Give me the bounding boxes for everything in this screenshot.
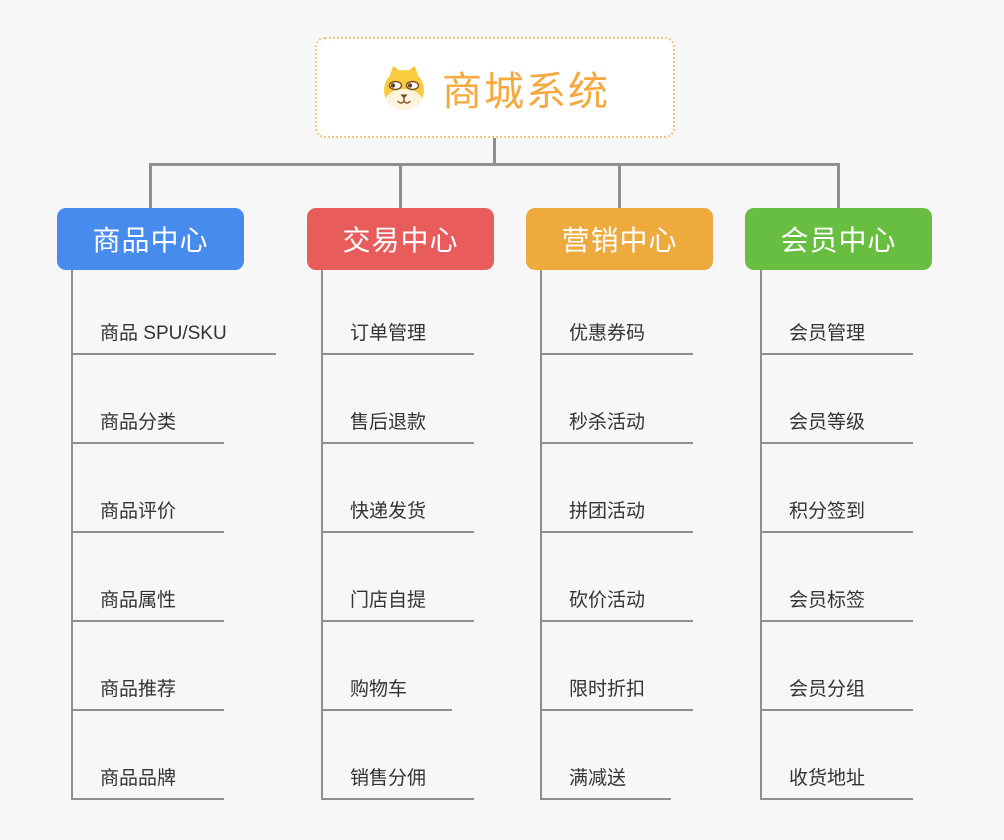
leaf-node[interactable]: 砍价活动 [541,576,693,622]
leaf-label: 满减送 [569,768,627,789]
leaf-node[interactable]: 商品评价 [72,487,224,533]
leaf-label: 商品评价 [100,501,177,522]
connector-bus [149,163,840,166]
leaf-label: 商品属性 [100,590,177,611]
leaf-label: 限时折扣 [569,679,646,700]
leaf-label: 秒杀活动 [569,412,646,433]
leaf-node[interactable]: 商品 SPU/SKU [72,309,276,355]
leaf-node[interactable]: 会员标签 [761,576,913,622]
leaf-node[interactable]: 订单管理 [322,309,474,355]
branch-node-products[interactable]: 商品中心 [57,208,244,270]
leaf-node[interactable]: 优惠券码 [541,309,693,355]
connector-stub-1 [149,163,152,208]
connector-stub-3 [618,163,621,208]
leaf-node[interactable]: 拼团活动 [541,487,693,533]
leaf-node[interactable]: 限时折扣 [541,665,693,711]
root-label: 商城系统 [442,69,610,114]
dog-face-icon [380,64,428,112]
leaf-node[interactable]: 销售分佣 [322,754,474,800]
trunk-line-1 [71,270,73,800]
leaf-node[interactable]: 商品品牌 [72,754,224,800]
leaf-label: 订单管理 [350,323,427,344]
leaf-label: 会员管理 [789,323,866,344]
leaf-label: 会员等级 [789,412,866,433]
leaf-label: 会员分组 [789,679,866,700]
leaf-node[interactable]: 满减送 [541,754,671,800]
leaf-label: 拼团活动 [569,501,646,522]
leaf-label: 砍价活动 [569,590,646,611]
leaf-node[interactable]: 收货地址 [761,754,913,800]
leaf-label: 商品品牌 [100,768,177,789]
leaf-label: 积分签到 [789,501,866,522]
leaf-label: 快递发货 [350,501,427,522]
connector-stub-2 [399,163,402,208]
leaf-node[interactable]: 积分签到 [761,487,913,533]
leaf-label: 购物车 [350,679,408,700]
leaf-node[interactable]: 商品属性 [72,576,224,622]
leaf-label: 商品推荐 [100,679,177,700]
branch-node-marketing[interactable]: 营销中心 [526,208,713,270]
branch-label: 交易中心 [342,225,459,256]
leaf-label: 门店自提 [350,590,427,611]
connector-stub-4 [837,163,840,208]
root-node[interactable]: 商城系统 [315,37,675,138]
leaf-node[interactable]: 会员分组 [761,665,913,711]
trunk-line-3 [540,270,542,800]
leaf-node[interactable]: 快递发货 [322,487,474,533]
leaf-node[interactable]: 会员等级 [761,398,913,444]
branch-node-trade[interactable]: 交易中心 [307,208,494,270]
leaf-label: 会员标签 [789,590,866,611]
branch-label: 商品中心 [92,225,209,256]
leaf-label: 售后退款 [350,412,427,433]
leaf-node[interactable]: 售后退款 [322,398,474,444]
trunk-line-4 [760,270,762,800]
leaf-label: 销售分佣 [350,768,427,789]
leaf-label: 商品 SPU/SKU [100,323,227,344]
branch-node-members[interactable]: 会员中心 [745,208,932,270]
trunk-line-2 [321,270,323,800]
leaf-node[interactable]: 商品分类 [72,398,224,444]
leaf-node[interactable]: 门店自提 [322,576,474,622]
leaf-label: 收货地址 [789,768,866,789]
leaf-node[interactable]: 秒杀活动 [541,398,693,444]
branch-label: 营销中心 [561,225,678,256]
leaf-node[interactable]: 会员管理 [761,309,913,355]
leaf-node[interactable]: 购物车 [322,665,452,711]
leaf-node[interactable]: 商品推荐 [72,665,224,711]
branch-label: 会员中心 [780,225,897,256]
connector-root-stem [493,138,496,163]
leaf-label: 商品分类 [100,412,177,433]
leaf-label: 优惠券码 [569,323,646,344]
